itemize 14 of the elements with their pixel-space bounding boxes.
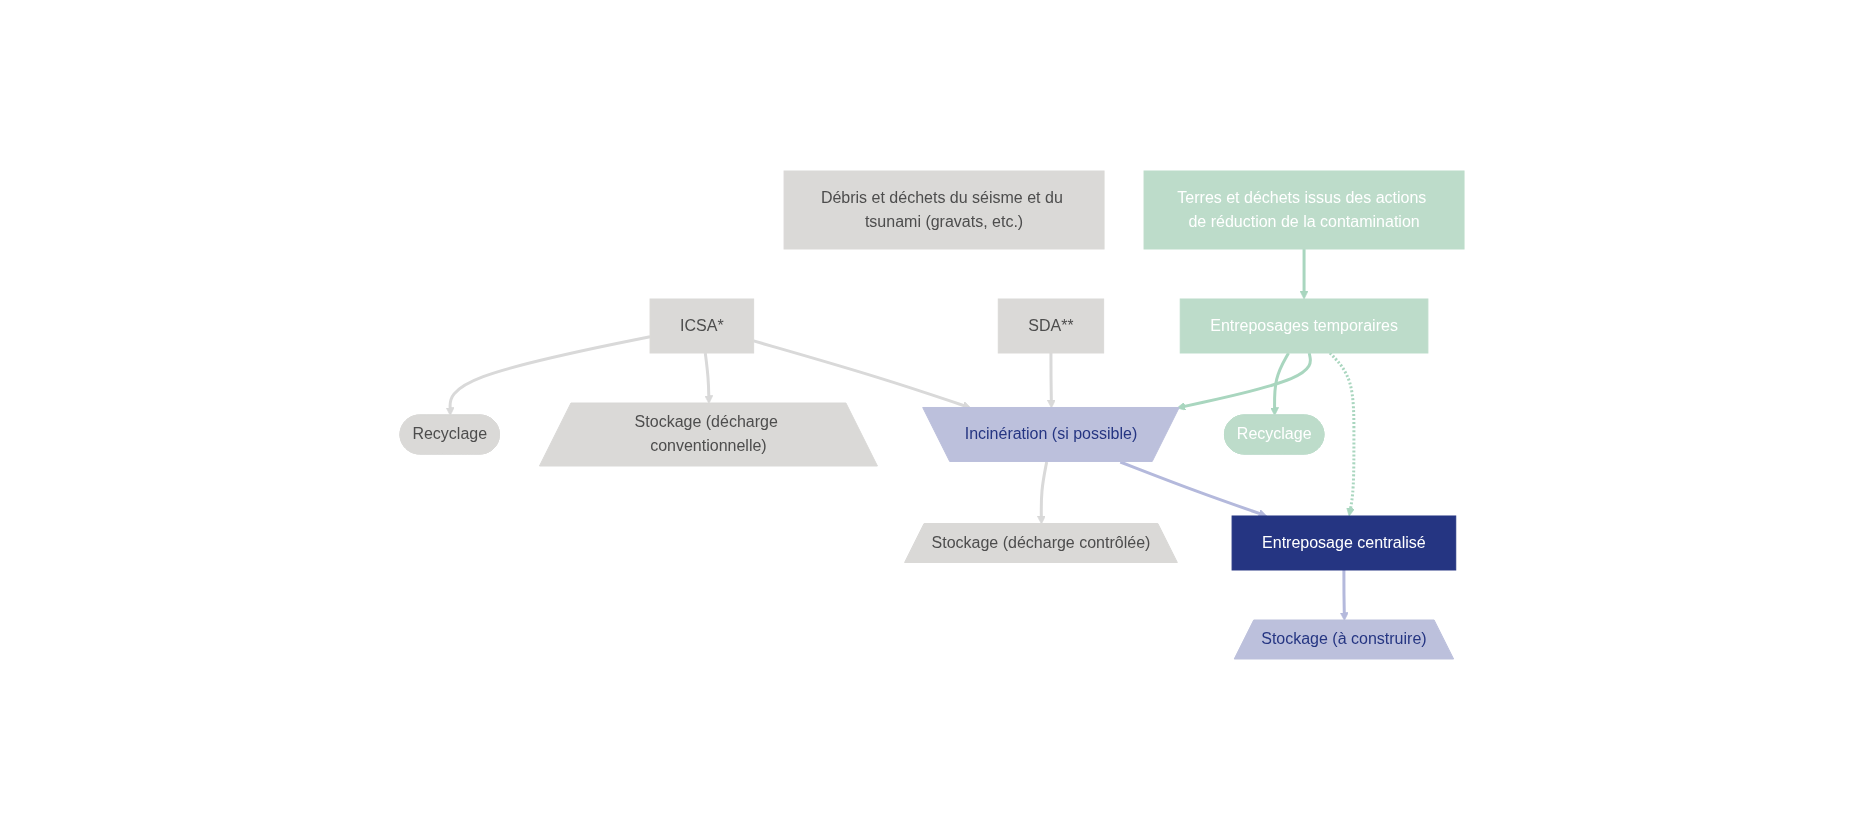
arrow: [445, 334, 651, 416]
node-box: SDA**: [997, 298, 1105, 353]
node-box: Débris et déchets du séisme et du tsunami (gravats, etc.): [783, 170, 1105, 249]
node-box: Terres et déchets issus des actions de réduction de la contamination: [1143, 170, 1465, 249]
arrow: [1339, 569, 1349, 621]
arrow: [1299, 248, 1309, 299]
arrow: [1328, 351, 1356, 516]
arrow: [703, 352, 714, 404]
node-box: ICSA*: [649, 298, 755, 353]
arrow: [1036, 461, 1049, 524]
arrow: [1046, 352, 1056, 408]
node-box: Entreposage centralisé: [1231, 515, 1457, 570]
arrow: [1270, 351, 1290, 416]
node-box: Entreposages temporaires: [1179, 298, 1429, 353]
